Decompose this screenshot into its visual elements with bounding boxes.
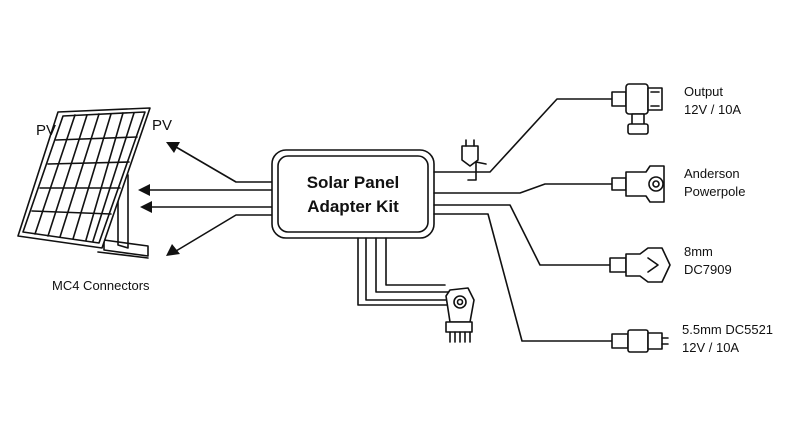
anderson-label-line2: Powerpole [684, 184, 745, 199]
anderson-label-line1: Anderson [684, 166, 740, 181]
hub-title-line2: Adapter Kit [307, 197, 399, 216]
arrow-head-3 [140, 201, 152, 213]
solar-panel [17, 107, 151, 259]
bottom-connector-icon [445, 287, 475, 343]
panel-grid [31, 112, 138, 242]
output-label-line1: Output [684, 84, 723, 99]
output-connector-icon [611, 83, 663, 135]
dc7909-label-line1: 8mm [684, 244, 713, 259]
dc5521-label-line1: 5.5mm DC5521 [682, 322, 773, 337]
mc4-connectors-label: MC4 Connectors [52, 278, 150, 293]
pv-label-right: PV [152, 117, 172, 134]
small-plug-icon [461, 139, 487, 181]
mc4-cables [138, 142, 277, 256]
dc5521-connector-icon [611, 329, 669, 353]
pv-label-left: PV [36, 122, 56, 139]
adapter-hub: Solar Panel Adapter Kit [271, 149, 435, 239]
output-wires [357, 98, 613, 342]
dc5521-label-line2: 12V / 10A [682, 340, 739, 355]
arrow-head-4 [166, 244, 180, 256]
dc7909-label-line2: DC7909 [684, 262, 732, 277]
anderson-powerpole-icon [611, 165, 665, 203]
arrow-head-2 [138, 184, 150, 196]
arrow-head-1 [166, 142, 180, 153]
output-label-line2: 12V / 10A [684, 102, 741, 117]
hub-title-line1: Solar Panel [307, 173, 400, 192]
dc7909-connector-icon [609, 247, 671, 283]
